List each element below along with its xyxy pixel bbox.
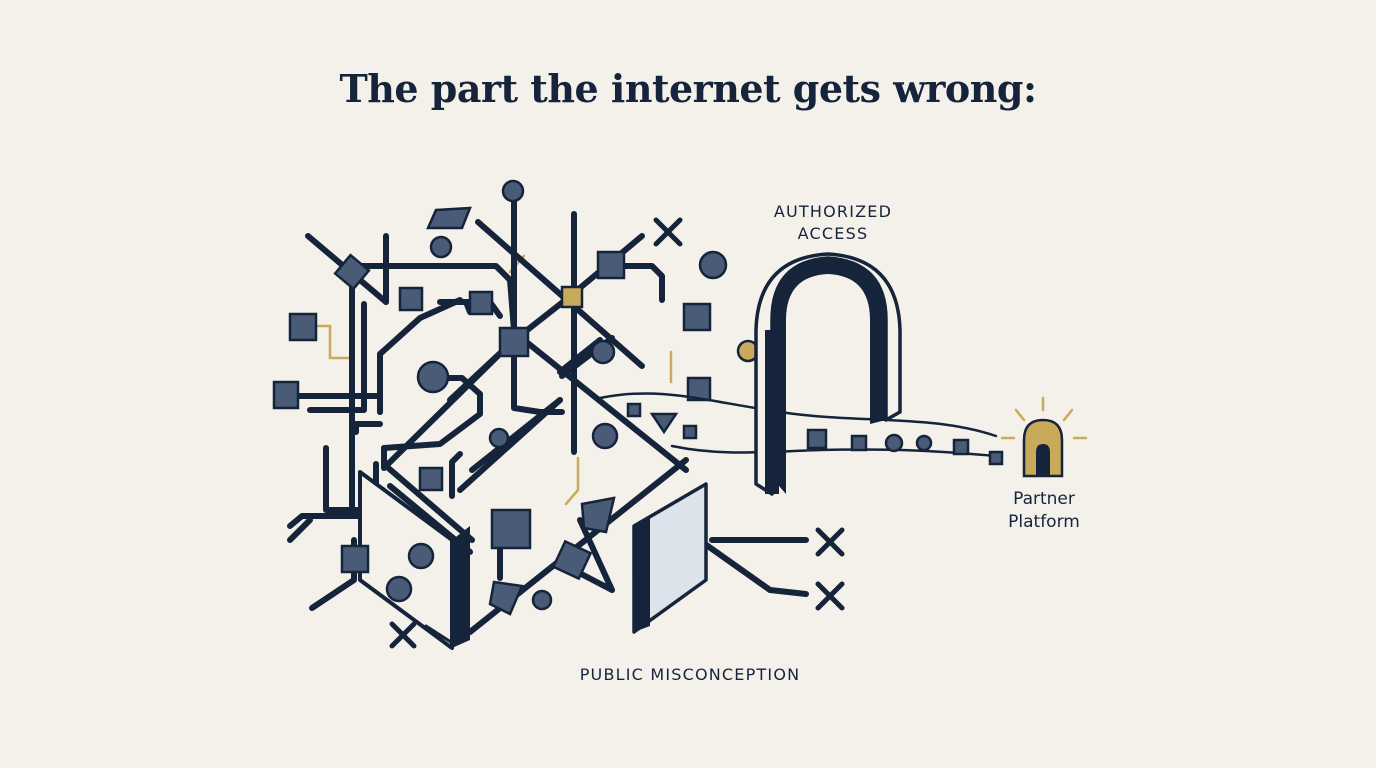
door-icon [1000,396,1088,478]
public-misconception-label: PUBLIC MISCONCEPTION [579,665,801,684]
authorized-access-line-2: ACCESS [797,224,869,243]
gate-panels [358,470,708,650]
x-mark-icon [389,217,845,649]
gold-connectors [316,254,673,506]
partner-platform-line-2: Platform [1008,512,1080,532]
path-nodes [806,428,1004,466]
authorized-access-line-1: AUTHORIZED [773,202,893,221]
gold-nodes [560,285,760,363]
diagram-title: The part the internet gets wrong: [339,66,1037,111]
padlock-shackle-icon [754,252,902,496]
authorized-access-label: AUTHORIZED ACCESS [748,201,918,245]
network-nodes [272,179,728,616]
partner-platform-label: Partner Platform [994,488,1094,534]
partner-platform-line-1: Partner [1013,489,1075,509]
